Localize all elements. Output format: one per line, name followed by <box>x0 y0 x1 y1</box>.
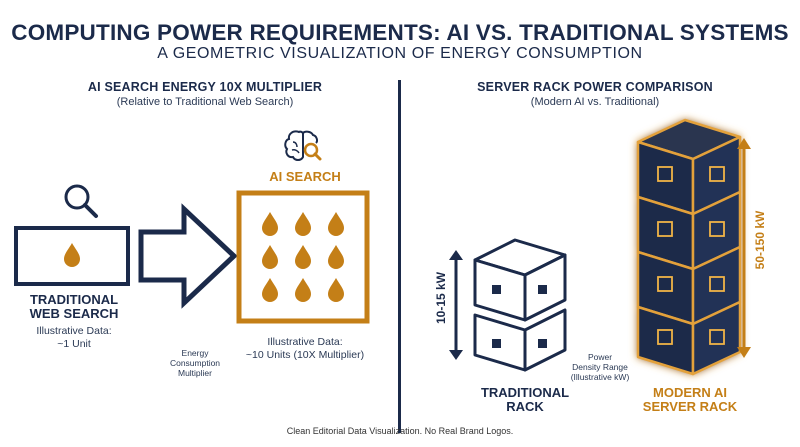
left-section-title: AI SEARCH ENERGY 10X MULTIPLIER <box>87 80 323 94</box>
traditional-search-box <box>14 226 130 286</box>
traditional-range-arrow <box>449 250 463 360</box>
traditional-rack <box>473 238 567 372</box>
arrow-label-3: Multiplier <box>177 368 212 378</box>
traditional-search-label-2: WEB SEARCH <box>29 306 119 321</box>
ai-search-data-1: Illustrative Data: <box>267 336 343 348</box>
chip-icon <box>709 276 725 292</box>
traditional-range-label: 10-15 kW <box>434 271 448 324</box>
arrow-label-1: Energy <box>181 348 209 358</box>
density-label-2: Density Range <box>572 362 628 372</box>
droplet-icon <box>295 212 311 236</box>
chip-icon <box>709 329 725 345</box>
droplet-icon <box>262 212 278 236</box>
droplet-icon <box>295 278 311 302</box>
ai-search-label: AI SEARCH <box>269 169 341 184</box>
left-section-subtitle: (Relative to Traditional Web Search) <box>116 96 294 108</box>
traditional-search-data-1: Illustrative Data: <box>36 325 112 337</box>
arrow-label-2: Consumption <box>169 358 221 368</box>
droplet-icon <box>328 278 344 302</box>
page-title: COMPUTING POWER REQUIREMENTS: AI VS. TRA… <box>11 20 789 45</box>
density-label-1: Power <box>587 352 613 362</box>
chip-icon <box>657 276 673 292</box>
chip-icon <box>657 329 673 345</box>
section-divider <box>398 80 401 433</box>
droplet-icon <box>295 245 311 269</box>
ai-search-data-2: ~10 Units (10X Multiplier) <box>245 349 365 361</box>
page-subtitle: A GEOMETRIC VISUALIZATION OF ENERGY CONS… <box>157 45 643 62</box>
chip-icon <box>492 285 501 294</box>
brain-magnifier-icon <box>284 130 322 161</box>
droplet-icon <box>328 212 344 236</box>
droplet-icon <box>328 245 344 269</box>
droplet-icon <box>262 245 278 269</box>
ai-range-arrow <box>737 138 751 358</box>
droplet-icon <box>64 243 80 267</box>
ai-search-box <box>236 190 370 324</box>
traditional-rack-label-2: RACK <box>506 399 544 414</box>
ai-range-label: 50-150 kW <box>753 210 767 270</box>
ai-server-rack <box>636 118 742 376</box>
ai-rack-label-1: MODERN AI <box>653 385 727 400</box>
chip-icon <box>657 221 673 237</box>
right-section-title: SERVER RACK POWER COMPARISON <box>477 80 713 94</box>
density-label-3: (Illustrative kW) <box>570 372 630 382</box>
chip-icon <box>657 166 673 182</box>
ai-rack-label-2: SERVER RACK <box>642 399 738 414</box>
right-section-subtitle: (Modern AI vs. Traditional) <box>530 96 660 108</box>
multiplier-arrow-icon <box>138 203 238 309</box>
droplet-icon <box>262 278 278 302</box>
chip-icon <box>709 166 725 182</box>
magnifier-icon <box>64 184 98 218</box>
chip-icon <box>538 339 547 348</box>
chip-icon <box>709 221 725 237</box>
footer-note: Clean Editorial Data Visualization. No R… <box>286 426 514 436</box>
traditional-search-data-2: ~1 Unit <box>57 338 91 350</box>
traditional-search-label-1: TRADITIONAL <box>29 292 119 307</box>
chip-icon <box>538 285 547 294</box>
chip-icon <box>492 339 501 348</box>
traditional-rack-label-1: TRADITIONAL <box>480 385 570 400</box>
